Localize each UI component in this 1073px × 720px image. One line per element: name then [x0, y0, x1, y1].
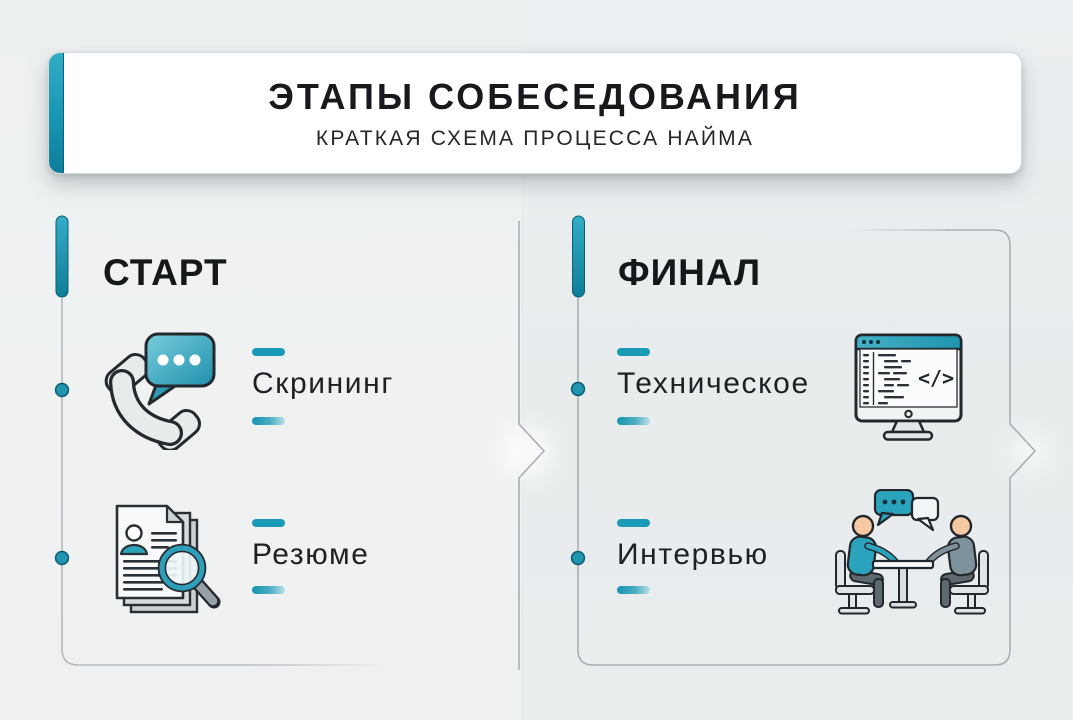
header-card: ЭТАПЫ СОБЕСЕДОВАНИЯ КРАТКАЯ СХЕМА ПРОЦЕС…: [48, 52, 1022, 174]
accent-dash: [252, 586, 285, 594]
page-title: ЭТАПЫ СОБЕСЕДОВАНИЯ: [268, 75, 802, 117]
item-label-screening: Скрининг: [252, 367, 394, 400]
timeline-dot: [54, 550, 70, 566]
table: [871, 559, 935, 609]
interview-people-icon: [835, 489, 989, 615]
resume-magnifier-icon: [115, 504, 221, 614]
page-subtitle: КРАТКАЯ СХЕМА ПРОЦЕССА НАЙМА: [315, 126, 755, 150]
chevron-glow-right: [1010, 432, 1050, 472]
chair-left: [835, 550, 875, 615]
timeline-bar: [55, 215, 69, 298]
chevron-connector: [577, 229, 1037, 666]
person-right: [924, 514, 978, 608]
accent-dash: [617, 417, 650, 425]
timeline-dot: [54, 382, 70, 398]
timeline-dot: [570, 381, 586, 397]
chair-right: [949, 550, 989, 615]
timeline-dots: [54, 381, 586, 566]
phone-chat-icon: [104, 332, 216, 450]
header-accent-bar: [49, 53, 64, 173]
chevron-glow-left: [501, 426, 553, 478]
start-column-frame: [61, 221, 546, 670]
timeline-dot: [570, 550, 586, 566]
accent-dash: [252, 348, 285, 356]
svg-text:</>: </>: [918, 366, 954, 390]
item-label-resume: Резюме: [252, 538, 370, 571]
final-column-frame: [577, 229, 1037, 666]
accent-dash: [617, 348, 650, 356]
monitor-code-icon: </>: [854, 333, 963, 441]
timeline-bar: [572, 215, 585, 298]
column-start-heading: СТАРТ: [103, 252, 228, 293]
item-label-interview: Интервью: [617, 538, 769, 571]
accent-dash: [252, 417, 285, 425]
accent-dash: [617, 586, 650, 594]
item-label-technical: Техническое: [617, 367, 810, 400]
column-final-heading: ФИНАЛ: [618, 252, 762, 293]
accent-dash: [252, 519, 285, 527]
accent-dash: [617, 519, 650, 527]
chevron-connector: [518, 221, 546, 670]
